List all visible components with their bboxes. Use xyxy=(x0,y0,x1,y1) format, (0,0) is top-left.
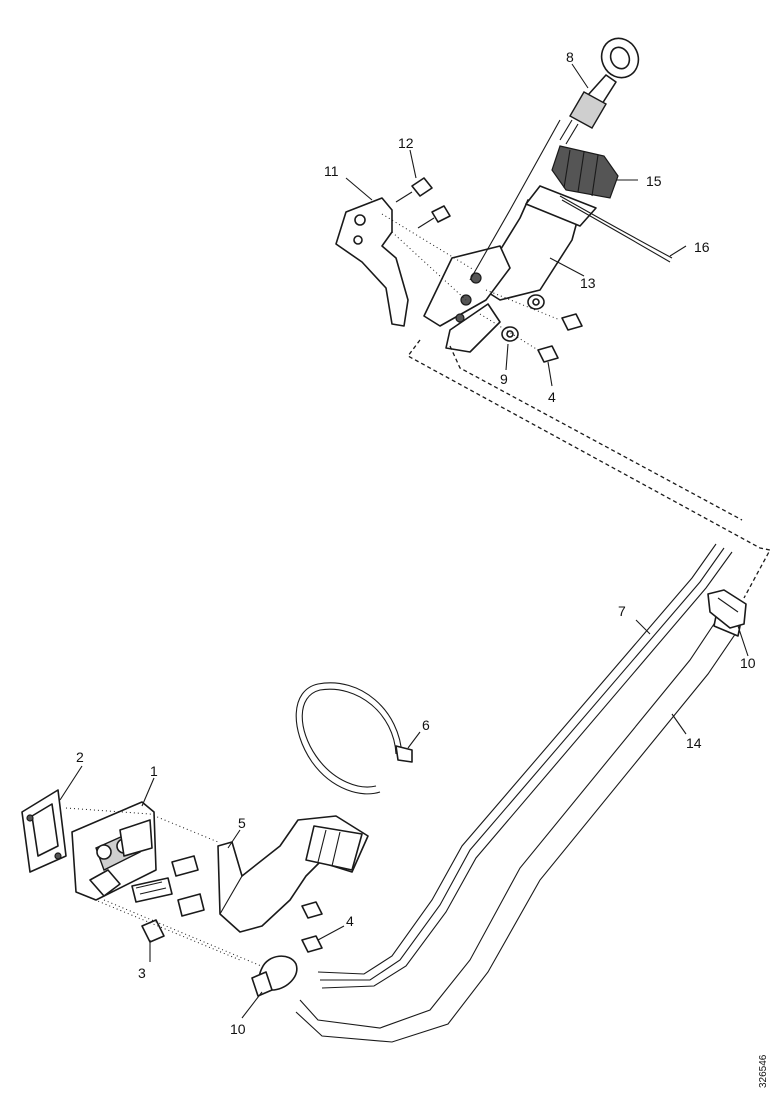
nut-part-4-lower xyxy=(301,935,323,953)
base-gasket-part-2 xyxy=(21,789,67,873)
label-13: 13 xyxy=(580,275,596,291)
label-5: 5 xyxy=(238,815,246,831)
cable-part-16 xyxy=(559,195,673,259)
label-10-bottom: 10 xyxy=(230,1021,246,1037)
label-8: 8 xyxy=(566,49,574,65)
nut-part-4-upper xyxy=(537,345,559,363)
screws-part-3 xyxy=(131,855,205,943)
label-11: 11 xyxy=(324,163,339,179)
label-7: 7 xyxy=(618,603,626,619)
label-2: 2 xyxy=(76,749,84,765)
label-14: 14 xyxy=(686,735,702,751)
label-6: 6 xyxy=(422,717,430,733)
bolt-part-12 xyxy=(395,177,433,203)
hose-part-14 xyxy=(295,615,741,1043)
cable-part-7 xyxy=(317,543,733,989)
bracket-part-5 xyxy=(217,815,369,933)
mounting-block xyxy=(423,245,511,327)
clip-part-10-right xyxy=(707,589,747,629)
cable-end-sleeve xyxy=(569,91,607,129)
callout-labels: 8 12 11 15 16 13 9 4 7 10 14 6 2 1 5 4 3… xyxy=(76,49,756,1037)
label-4-upper: 4 xyxy=(548,389,556,405)
label-9: 9 xyxy=(500,371,508,387)
label-12: 12 xyxy=(398,135,414,151)
cable-routing-path xyxy=(407,339,771,599)
spring-ring-part-6 xyxy=(295,682,413,795)
figure-code: 326546 xyxy=(758,1054,769,1088)
leader-lines xyxy=(59,63,749,1019)
label-16: 16 xyxy=(694,239,710,255)
clip-part-10-bottom xyxy=(251,955,298,997)
upper-assembly xyxy=(335,37,673,363)
adjuster-nut-part-15 xyxy=(551,145,619,199)
label-4-lower: 4 xyxy=(346,913,354,929)
label-15: 15 xyxy=(646,173,662,189)
side-bracket-part-11 xyxy=(335,197,409,327)
label-3: 3 xyxy=(138,965,146,981)
label-1: 1 xyxy=(150,763,158,779)
label-10-right: 10 xyxy=(740,655,756,671)
